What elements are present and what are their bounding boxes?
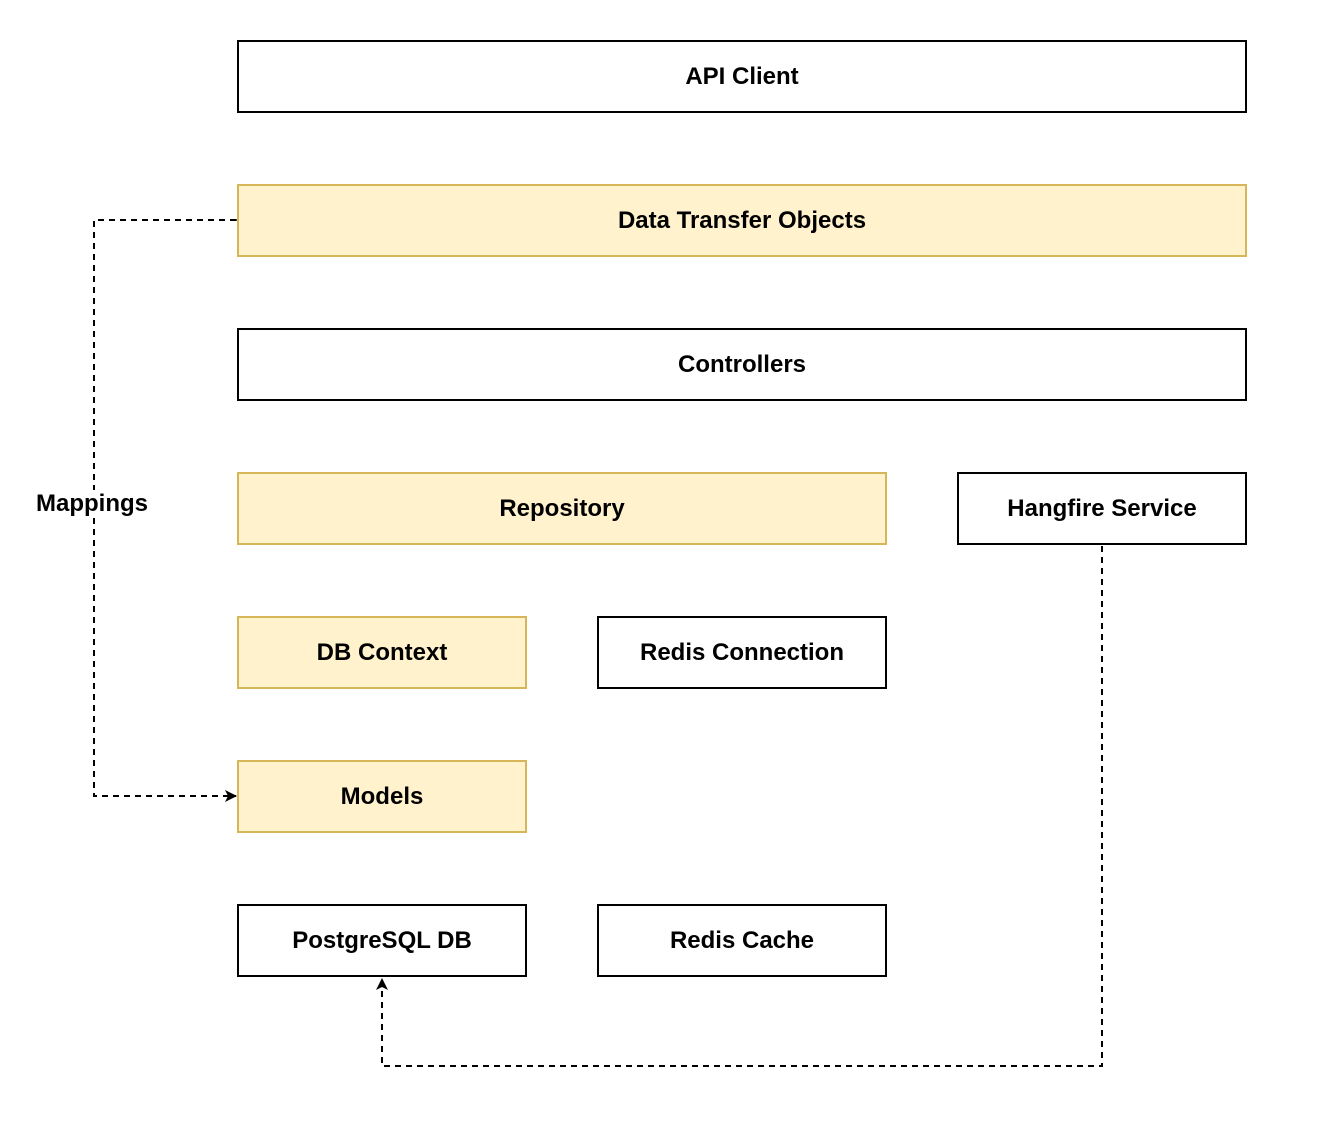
api-client-node: API Client xyxy=(237,40,1247,113)
db-context-label: DB Context xyxy=(316,638,448,666)
hangfire-service-label: Hangfire Service xyxy=(1007,494,1197,522)
redis-cache-node: Redis Cache xyxy=(597,904,887,977)
hangfire-to-postgres-connector xyxy=(376,546,1103,1067)
repository-label: Repository xyxy=(499,494,625,522)
controllers-node: Controllers xyxy=(237,328,1247,401)
dto-label: Data Transfer Objects xyxy=(617,206,867,234)
models-label: Models xyxy=(340,782,424,810)
mappings-edge-label: Mappings xyxy=(35,490,149,518)
hangfire-service-node: Hangfire Service xyxy=(957,472,1247,545)
dto-node: Data Transfer Objects xyxy=(237,184,1247,257)
postgresql-db-node: PostgreSQL DB xyxy=(237,904,527,977)
redis-connection-node: Redis Connection xyxy=(597,616,887,689)
db-context-node: DB Context xyxy=(237,616,527,689)
redis-cache-label: Redis Cache xyxy=(669,926,815,954)
controllers-label: Controllers xyxy=(677,350,806,378)
repository-node: Repository xyxy=(237,472,887,545)
models-node: Models xyxy=(237,760,527,833)
postgresql-db-label: PostgreSQL DB xyxy=(292,926,472,954)
redis-connection-label: Redis Connection xyxy=(639,638,844,666)
api-client-label: API Client xyxy=(685,62,799,90)
